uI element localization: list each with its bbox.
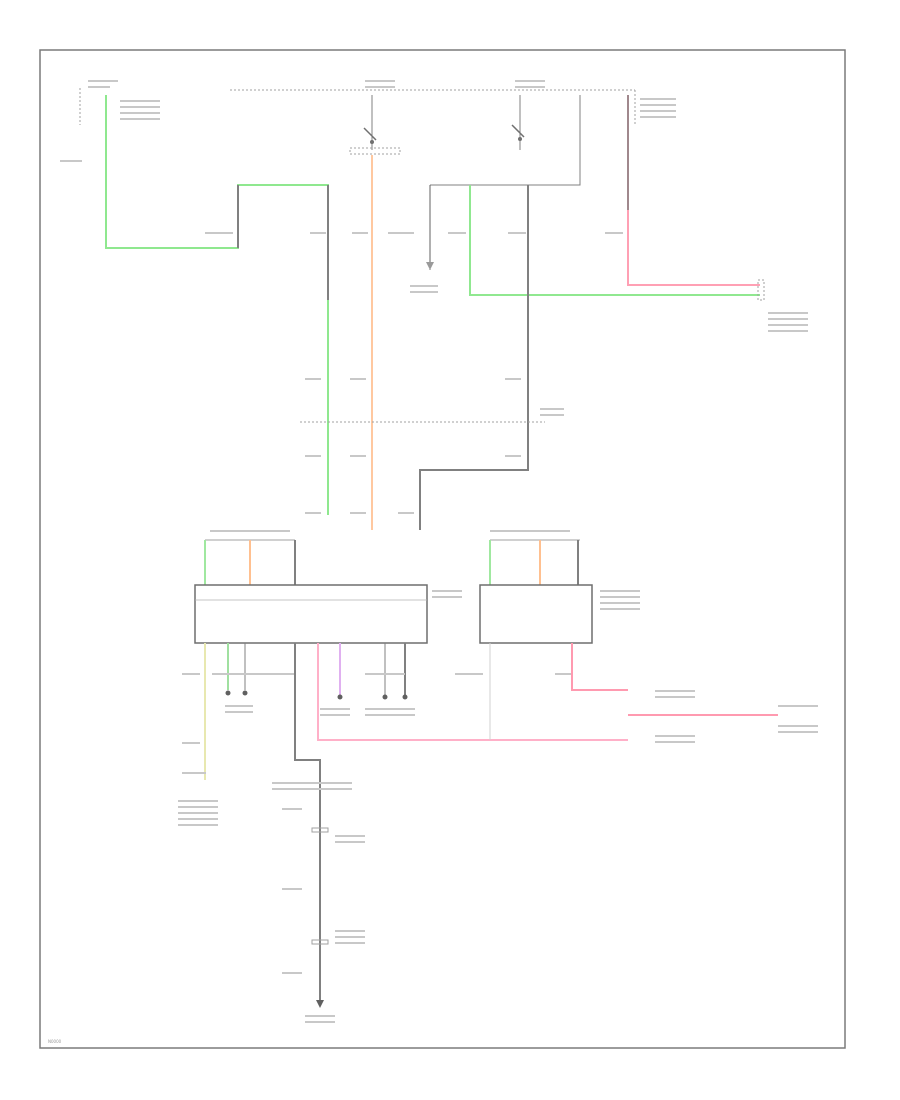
relay1-box bbox=[349, 147, 401, 155]
ground-dot-3 bbox=[337, 694, 343, 700]
pink-wire-right bbox=[627, 95, 760, 286]
relay2-switch-icon bbox=[511, 124, 525, 138]
ground-dot-1 bbox=[225, 690, 231, 696]
relay1-contact-icon bbox=[370, 140, 374, 144]
ground-dot-5 bbox=[402, 694, 408, 700]
module2-pink-wire bbox=[571, 643, 628, 691]
ground-symbol-bottom bbox=[316, 1000, 324, 1008]
gray-wire-center bbox=[419, 185, 529, 530]
relay2-coil-wire bbox=[430, 95, 581, 186]
connector-right bbox=[757, 279, 765, 301]
pink-wire-bottom bbox=[317, 643, 628, 741]
ground-arrow-icon bbox=[426, 262, 434, 270]
gray-wire-down bbox=[294, 643, 321, 1000]
module1-box bbox=[194, 584, 428, 644]
ground-dot-2 bbox=[242, 690, 248, 696]
ground-dot-4 bbox=[382, 694, 388, 700]
module2-box bbox=[479, 584, 593, 644]
green-wire-right bbox=[469, 185, 760, 296]
green-wire-left bbox=[105, 95, 329, 515]
relay1-switch-icon bbox=[363, 127, 377, 141]
faint-labels bbox=[60, 80, 818, 1023]
connector-bottom-2 bbox=[311, 939, 329, 945]
relay2-contact-icon bbox=[518, 137, 522, 141]
page-frame bbox=[39, 49, 846, 1049]
connector-bottom-1 bbox=[311, 827, 329, 833]
footer-code: N0000 bbox=[48, 1039, 62, 1044]
